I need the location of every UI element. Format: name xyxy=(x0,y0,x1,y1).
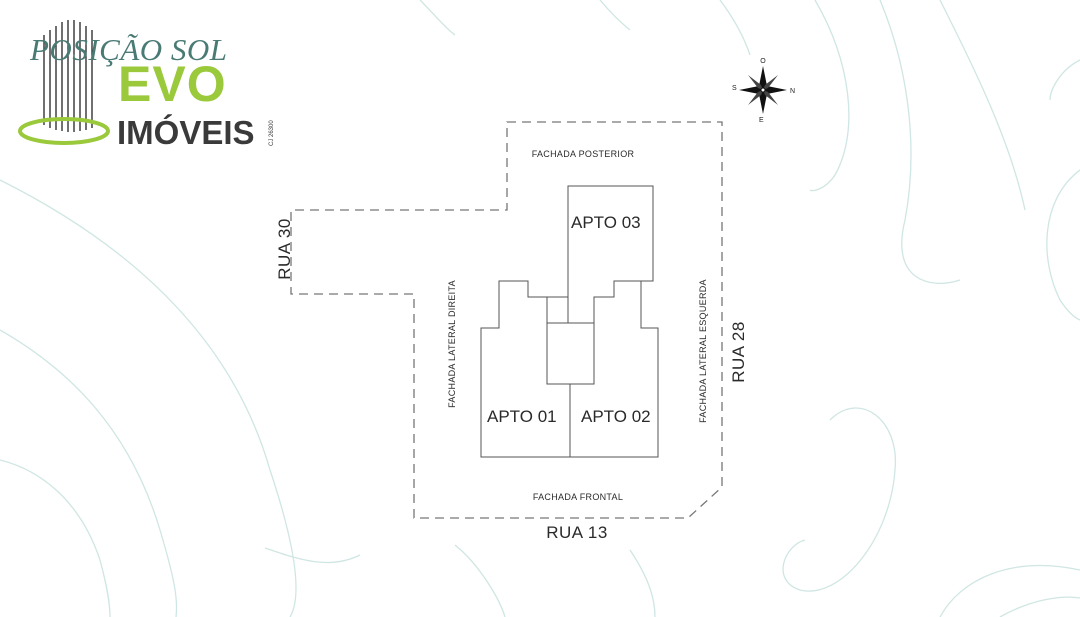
building-icon xyxy=(43,20,93,132)
company-logo: POSIÇÃO SOL EVO IMÓVEIS CJ 26300 xyxy=(18,20,275,151)
compass-east: E xyxy=(759,117,764,124)
facade-front-label: FACHADA FRONTAL xyxy=(533,492,623,502)
unit-label-apto-02: APTO 02 xyxy=(581,407,651,426)
logo-ring-icon xyxy=(18,117,110,145)
compass-west: O xyxy=(760,58,766,65)
building-footprint xyxy=(480,185,659,458)
street-label-left: RUA 30 xyxy=(275,218,294,280)
compass-rose-icon: O N E S xyxy=(732,58,795,124)
logo-title: POSIÇÃO SOL xyxy=(29,32,228,67)
unit-label-apto-03: APTO 03 xyxy=(571,213,641,232)
facade-rear-label: FACHADA POSTERIOR xyxy=(532,149,635,159)
logo-brand: EVO xyxy=(118,56,227,112)
street-label-bottom: RUA 13 xyxy=(546,523,608,542)
lot-boundary xyxy=(290,121,723,519)
compass-south: S xyxy=(732,85,737,92)
compass-north: N xyxy=(790,88,795,95)
street-label-right: RUA 28 xyxy=(729,321,748,383)
facade-left-label: FACHADA LATERAL ESQUERDA xyxy=(698,279,708,423)
unit-label-apto-01: APTO 01 xyxy=(487,407,557,426)
facade-right-label: FACHADA LATERAL DIREITA xyxy=(447,280,457,408)
logo-subtitle: IMÓVEIS xyxy=(117,114,255,151)
logo-registration: CJ 26300 xyxy=(269,120,275,146)
